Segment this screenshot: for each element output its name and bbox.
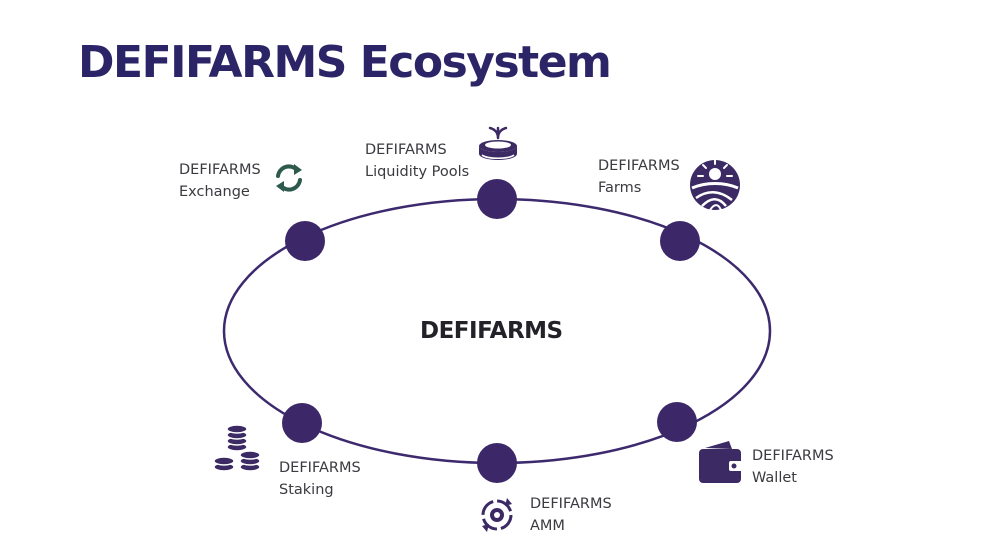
page-title: DEFIFARMS Ecosystem (78, 37, 612, 88)
node-label-staking-line1: DEFIFARMS (279, 460, 361, 476)
node-label-farms-line2: Farms (598, 180, 642, 196)
node-dot-liquidity-pools (477, 179, 517, 219)
farm-field-sun-icon (690, 159, 740, 211)
amm-cycle-icon (481, 498, 513, 532)
node-dot-farms (660, 221, 700, 261)
node-label-amm: DEFIFARMS AMM (530, 493, 612, 537)
coin-stacks-icon (213, 424, 261, 472)
node-label-liquidity-pools-line2: Liquidity Pools (365, 164, 470, 180)
node-label-staking-line2: Staking (279, 482, 334, 498)
node-label-amm-line1: DEFIFARMS (530, 496, 612, 512)
node-dot-amm (477, 443, 517, 483)
node-label-liquidity-pools: DEFIFARMS Liquidity Pools (365, 139, 469, 183)
wallet-icon (699, 441, 743, 483)
node-label-wallet-line2: Wallet (752, 470, 797, 486)
node-label-staking: DEFIFARMS Staking (279, 457, 361, 501)
fountain-pool-icon (479, 126, 517, 160)
node-label-exchange-line2: Exchange (179, 184, 250, 200)
node-label-wallet-line1: DEFIFARMS (752, 448, 834, 464)
node-label-exchange: DEFIFARMS Exchange (179, 159, 261, 203)
node-label-exchange-line1: DEFIFARMS (179, 162, 261, 178)
exchange-arrows-icon (276, 164, 302, 192)
node-dot-staking (282, 403, 322, 443)
node-label-amm-line2: AMM (530, 518, 565, 534)
node-label-wallet: DEFIFARMS Wallet (752, 445, 834, 489)
node-dot-exchange (285, 221, 325, 261)
node-label-farms: DEFIFARMS Farms (598, 155, 680, 199)
center-label: DEFIFARMS (420, 318, 563, 344)
node-dot-wallet (657, 402, 697, 442)
node-label-liquidity-pools-line1: DEFIFARMS (365, 142, 447, 158)
node-label-farms-line1: DEFIFARMS (598, 158, 680, 174)
